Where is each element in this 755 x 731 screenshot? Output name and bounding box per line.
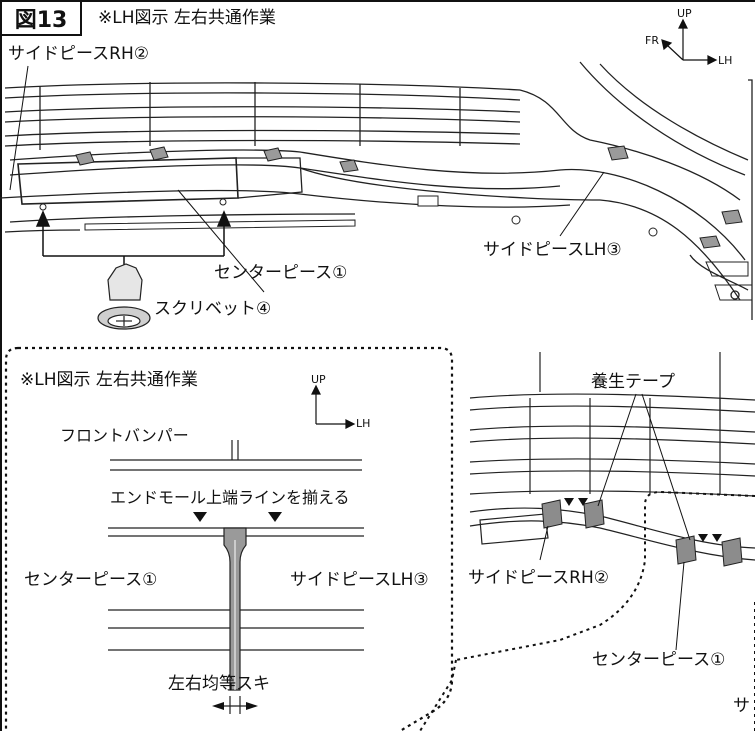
inset-orientation-up-label: UP: [311, 373, 326, 386]
inset-orientation-lh-label: LH: [356, 417, 371, 430]
inset-border: [4, 346, 454, 731]
scrivet-illustration: [97, 263, 151, 330]
inset-label-side-piece-lh: サイドピースLH③: [290, 570, 429, 590]
bottom-right-grille: [469, 352, 755, 561]
orientation-arrows-top: [661, 18, 718, 65]
label-front-bumper: フロントバンパー: [60, 426, 189, 445]
inset-label-center-piece: センターピース①: [24, 570, 158, 590]
orientation-up-label: UP: [677, 7, 692, 20]
leader-lines-top: [9, 65, 605, 293]
detail-callout-border: [455, 490, 755, 731]
orientation-lh-label: LH: [718, 54, 733, 67]
label-protective-tape: 養生テープ: [591, 372, 675, 392]
scrivet-arrows: [35, 210, 232, 282]
leader-lines-bottom: [539, 393, 691, 651]
clips: [39, 145, 743, 249]
bottom-right-markers: [564, 498, 722, 542]
br-label-cut-off: サ: [733, 696, 750, 716]
inset-markers: [193, 512, 282, 710]
inset-note: ※LH図示 左右共通作業: [20, 370, 198, 390]
figure-number: 図13: [0, 0, 82, 36]
figure-note: ※LH図示 左右共通作業: [98, 8, 276, 28]
front-grille-illustration: [0, 61, 753, 320]
br-label-center-piece: センターピース①: [592, 650, 726, 670]
label-scrivet: スクリベット④: [154, 299, 272, 319]
label-center-piece: センターピース①: [214, 263, 348, 283]
label-align-instruction: エンドモール上端ラインを揃える: [110, 488, 350, 507]
inset-section-drawing: [108, 440, 364, 714]
bottom-right-clips: [541, 499, 743, 567]
label-side-piece-lh: サイドピースLH③: [483, 240, 622, 260]
label-side-piece-rh: サイドピースRH②: [8, 44, 149, 64]
br-label-side-piece-rh: サイドピースRH②: [468, 568, 609, 588]
label-equal-gap: 左右均等スキ: [168, 674, 270, 694]
orientation-fr-label: FR: [645, 34, 659, 47]
orientation-arrows-inset: [311, 384, 356, 429]
